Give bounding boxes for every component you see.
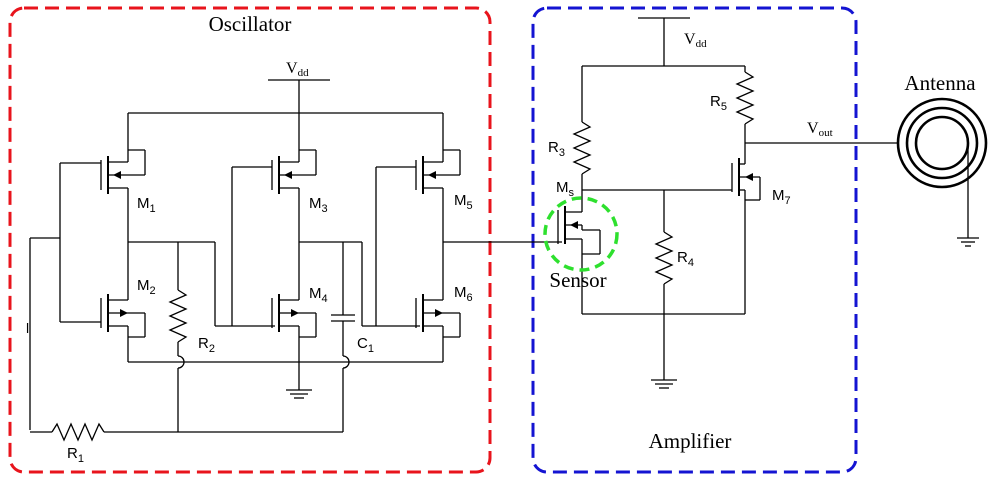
label-r2: R2 xyxy=(198,335,215,355)
resistor-r3 xyxy=(572,66,592,190)
vdd-label-amp: Vdd xyxy=(684,31,707,50)
label-m3: M3 xyxy=(309,195,328,215)
transistor-m6 xyxy=(415,242,461,362)
ground-osc xyxy=(286,389,312,399)
label-r4: R4 xyxy=(677,249,694,269)
amplifier-box xyxy=(531,6,858,474)
transistor-m2 xyxy=(100,242,146,362)
oscillator-box xyxy=(8,6,492,474)
label-ms: Ms xyxy=(556,179,575,199)
transistor-m1 xyxy=(100,149,146,242)
label-m6: M6 xyxy=(454,284,473,304)
resistor-r1 xyxy=(51,422,105,442)
oscillator-title: Oscillator xyxy=(209,12,292,36)
label-c1: C1 xyxy=(357,335,374,355)
label-r5: R5 xyxy=(710,93,727,113)
transistor-ms xyxy=(557,190,601,314)
transistor-m3 xyxy=(271,149,317,242)
label-m5: M5 xyxy=(454,192,473,212)
sensor-label: Sensor xyxy=(549,268,606,292)
vdd-label-osc: Vdd xyxy=(286,60,309,79)
transistor-m4 xyxy=(271,242,317,390)
transistor-m5 xyxy=(415,149,461,242)
label-m1: M1 xyxy=(137,195,156,215)
label-r3: R3 xyxy=(548,139,565,159)
label-r1: R1 xyxy=(67,445,84,465)
label-m2: M2 xyxy=(137,277,156,297)
ground-amp xyxy=(651,379,677,389)
transistor-m7 xyxy=(731,150,761,314)
label-m4: M4 xyxy=(309,285,328,305)
antenna-label: Antenna xyxy=(904,71,976,95)
resistor-r5 xyxy=(735,66,755,150)
resistor-r4 xyxy=(654,190,674,380)
capacitor-c1 xyxy=(331,242,355,432)
label-m7: M7 xyxy=(772,187,791,207)
amplifier-title: Amplifier xyxy=(649,429,732,453)
antenna-icon xyxy=(896,97,988,247)
sensor-highlight xyxy=(543,196,619,272)
node-mark: l xyxy=(26,320,29,336)
vout-label: Vout xyxy=(807,120,833,139)
resistor-r2 xyxy=(168,242,188,432)
